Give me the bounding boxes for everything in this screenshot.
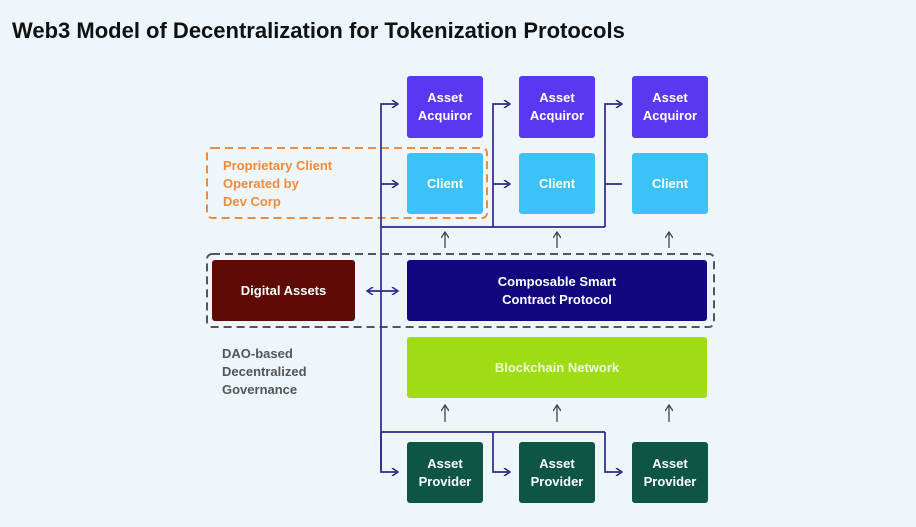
- smart-contract-protocol-box: Composable Smart Contract Protocol: [407, 260, 707, 321]
- proprietary-client-boundary: [206, 147, 488, 219]
- asset-provider-3: Asset Provider: [632, 442, 708, 503]
- blockchain-network-box: Blockchain Network: [407, 337, 707, 398]
- digital-assets-box: Digital Assets: [212, 260, 355, 321]
- asset-provider-1: Asset Provider: [407, 442, 483, 503]
- asset-acquiror-2: Asset Acquiror: [519, 76, 595, 138]
- asset-acquiror-3: Asset Acquiror: [632, 76, 708, 138]
- client-1: Client: [407, 153, 483, 214]
- governance-label: DAO-based Decentralized Governance: [222, 346, 307, 397]
- page-title: Web3 Model of Decentralization for Token…: [12, 18, 625, 43]
- asset-acquiror-1: Asset Acquiror: [407, 76, 483, 138]
- governance-boundary: [206, 253, 715, 328]
- proprietary-client-label: Proprietary Client Operated by Dev Corp: [223, 158, 333, 209]
- client-3: Client: [632, 153, 708, 214]
- asset-provider-2: Asset Provider: [519, 442, 595, 503]
- client-2: Client: [519, 153, 595, 214]
